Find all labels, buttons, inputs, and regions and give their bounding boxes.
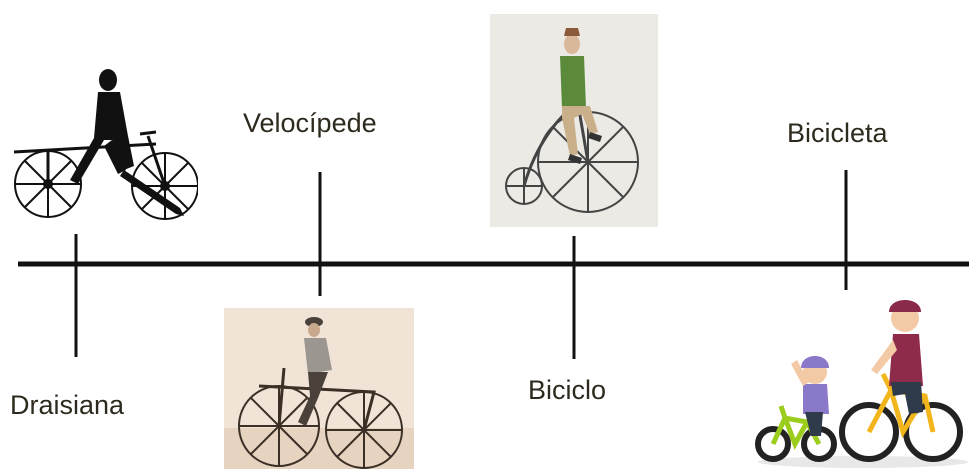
- label-draisiana: Draisiana: [10, 390, 125, 420]
- label-bicicleta: Bicicleta: [787, 118, 888, 148]
- label-biciclo: Biciclo: [528, 375, 607, 405]
- family-cyclists-icon: [753, 290, 969, 469]
- velocipede-rider-icon: [224, 308, 414, 469]
- draisiana-rider-icon: [8, 66, 198, 222]
- penny-farthing-rider-icon: [490, 14, 658, 227]
- label-velocipede: Velocípede: [243, 108, 377, 138]
